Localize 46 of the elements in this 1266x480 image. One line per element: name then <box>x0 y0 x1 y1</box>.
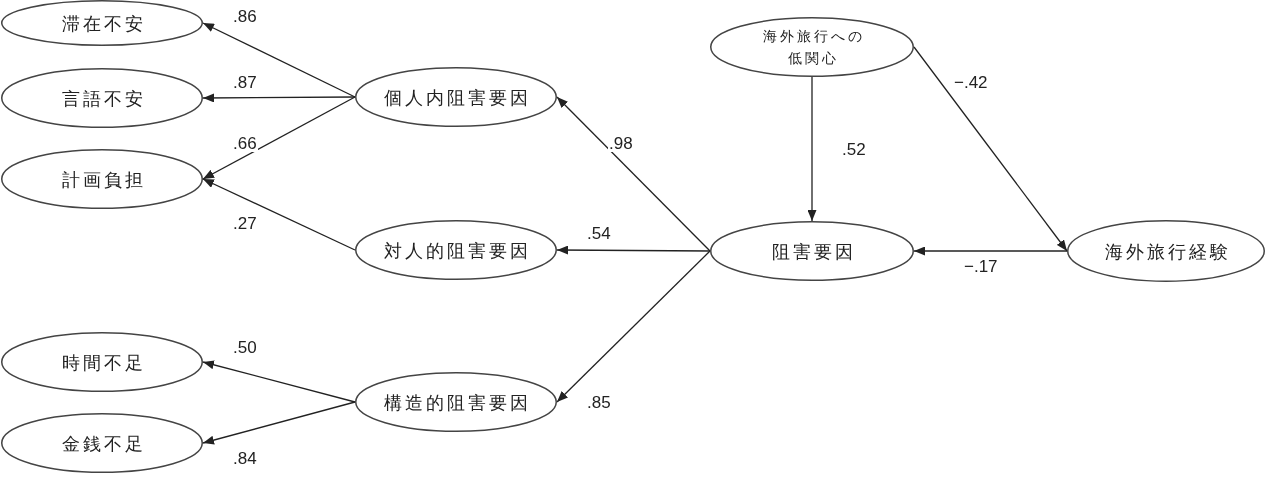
path-coefficient: .85 <box>586 393 612 411</box>
path-coefficient: .87 <box>232 73 258 91</box>
variable-ellipse <box>1 149 203 209</box>
variable-ellipse <box>710 221 914 281</box>
variable-ellipse <box>710 17 914 77</box>
variable-name: 対人的阻害要因 <box>383 238 531 262</box>
variable-ellipse <box>1067 220 1265 282</box>
path-coefficient: .50 <box>232 338 258 356</box>
variable-name: 海外旅行経験 <box>1103 239 1231 263</box>
variable-ellipse <box>355 372 557 432</box>
variable-ellipse <box>355 220 557 280</box>
variable-name: 計画負担 <box>60 167 146 191</box>
arrow <box>202 93 356 103</box>
arrow <box>913 46 1068 252</box>
variable-ellipse <box>355 67 557 127</box>
arrow <box>556 96 711 252</box>
arrow <box>202 96 356 180</box>
variable-name: 阻害要因 <box>770 239 856 263</box>
path-coefficient: .54 <box>586 224 612 242</box>
arrow <box>202 22 356 98</box>
variable-name: 海外旅行への低関心 <box>761 27 866 68</box>
arrow <box>913 246 1068 256</box>
variable-name: 滞在不安 <box>60 11 146 35</box>
variable-ellipse <box>1 332 203 392</box>
variable-name: 言語不安 <box>60 86 146 110</box>
variable-name: 個人内阻害要因 <box>383 85 531 109</box>
path-coefficient: −.42 <box>953 73 989 91</box>
variable-ellipse <box>1 68 203 128</box>
variable-ellipse <box>1 413 203 473</box>
variable-name: 時間不足 <box>60 350 146 374</box>
arrow <box>202 178 356 251</box>
path-coefficient: .27 <box>232 214 258 232</box>
variable-name: 構造的阻害要因 <box>383 390 531 414</box>
path-coefficient: .66 <box>232 134 258 152</box>
arrow <box>202 401 356 445</box>
path-coefficient: .84 <box>232 449 258 467</box>
path-coefficient: .86 <box>232 7 258 25</box>
variable-name: 金銭不足 <box>60 431 146 455</box>
arrow <box>556 250 711 403</box>
variable-ellipse <box>1 0 203 46</box>
arrow <box>807 76 817 222</box>
path-coefficient: −.17 <box>963 257 999 275</box>
path-coefficient: .52 <box>841 140 867 158</box>
arrow <box>556 245 711 255</box>
arrow <box>202 360 356 403</box>
path-coefficient: .98 <box>608 134 634 152</box>
